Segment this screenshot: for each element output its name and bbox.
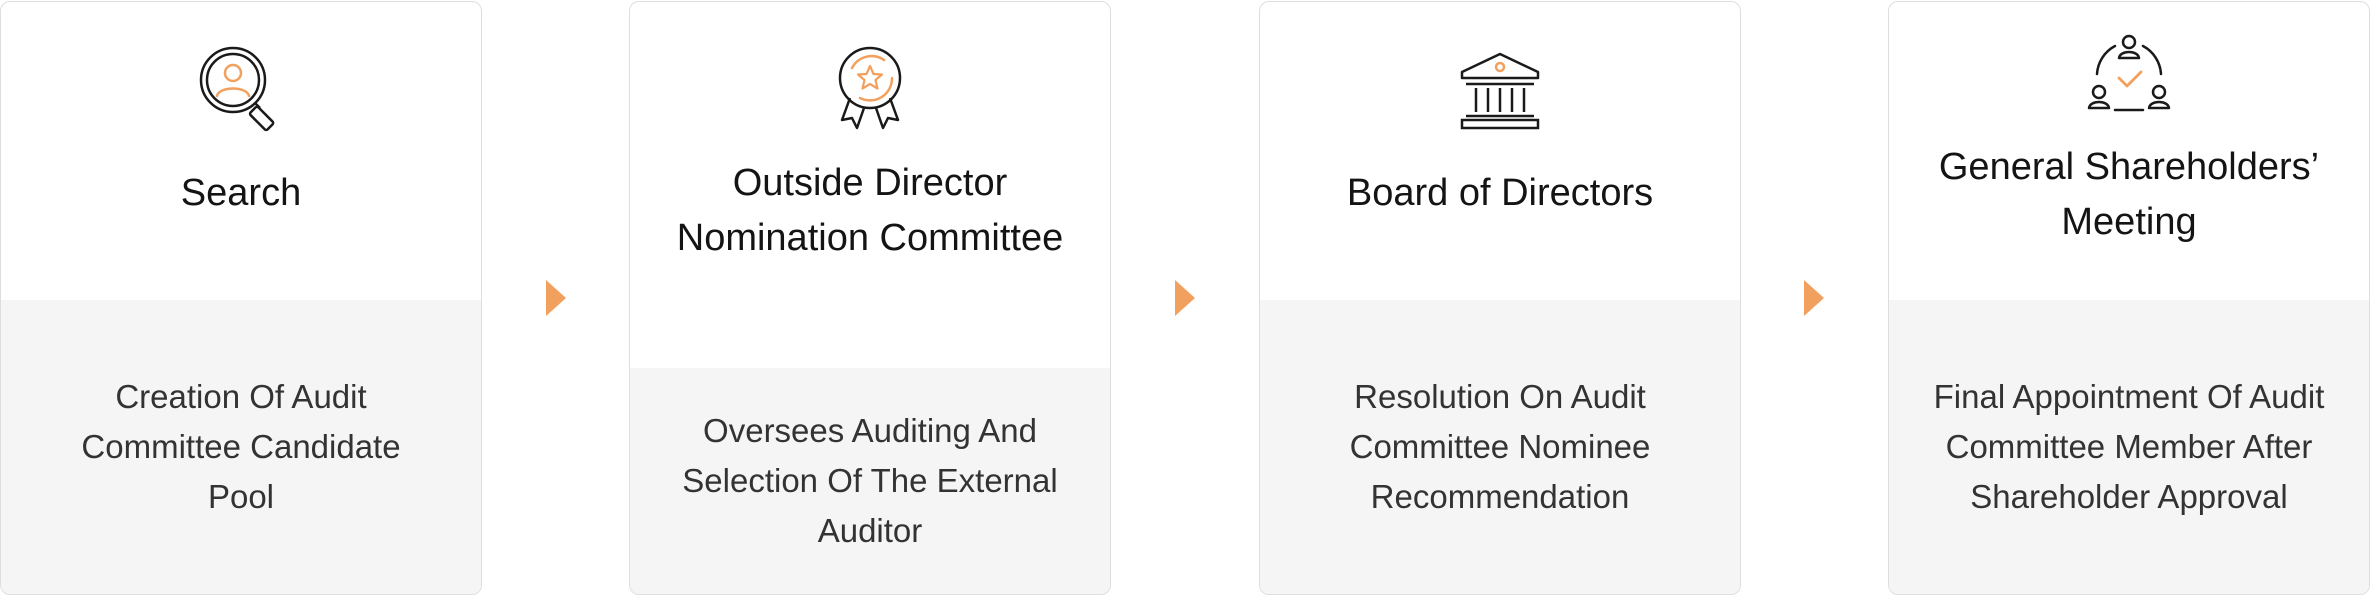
step-description-panel: Resolution On Audit Committee Nominee Re… bbox=[1260, 300, 1740, 594]
award-badge-icon bbox=[822, 42, 918, 138]
step-description-panel: Final Appointment Of Audit Committee Mem… bbox=[1889, 300, 2369, 594]
step-description-panel: Creation Of Audit Committee Candidate Po… bbox=[1, 300, 481, 594]
step-title: General Shareholders’ Meeting bbox=[1938, 146, 2320, 243]
bank-building-icon bbox=[1452, 42, 1548, 138]
step-card-board-of-directors: Board of Directors Resolution On Audit C… bbox=[1259, 1, 1741, 595]
step-title: Search bbox=[180, 172, 302, 214]
step-card-shareholders-meeting: General Shareholders’ Meeting Final Appo… bbox=[1888, 1, 2370, 595]
step-title: Outside Director Nomination Committee bbox=[676, 162, 1064, 259]
arrow-right-icon bbox=[546, 280, 566, 316]
step-description: Oversees Auditing And Selection Of The E… bbox=[682, 412, 1058, 549]
group-approval-icon bbox=[2081, 32, 2177, 128]
arrow-right-icon bbox=[1804, 280, 1824, 316]
step-title: Board of Directors bbox=[1346, 172, 1654, 214]
step-description: Final Appointment Of Audit Committee Mem… bbox=[1933, 378, 2325, 515]
search-person-icon bbox=[193, 42, 289, 138]
step-description: Creation Of Audit Committee Candidate Po… bbox=[81, 378, 401, 515]
step-card-header: Board of Directors bbox=[1260, 2, 1740, 300]
step-card-header: Outside Director Nomination Committee bbox=[630, 2, 1110, 368]
step-description-panel: Oversees Auditing And Selection Of The E… bbox=[630, 368, 1110, 594]
arrow-right-icon bbox=[1175, 280, 1195, 316]
step-card-search: Search Creation Of Audit Committee Candi… bbox=[0, 1, 482, 595]
step-description: Resolution On Audit Committee Nominee Re… bbox=[1349, 378, 1651, 515]
step-card-header: Search bbox=[1, 2, 481, 300]
step-card-nomination-committee: Outside Director Nomination Committee Ov… bbox=[629, 1, 1111, 595]
step-card-header: General Shareholders’ Meeting bbox=[1889, 2, 2369, 300]
